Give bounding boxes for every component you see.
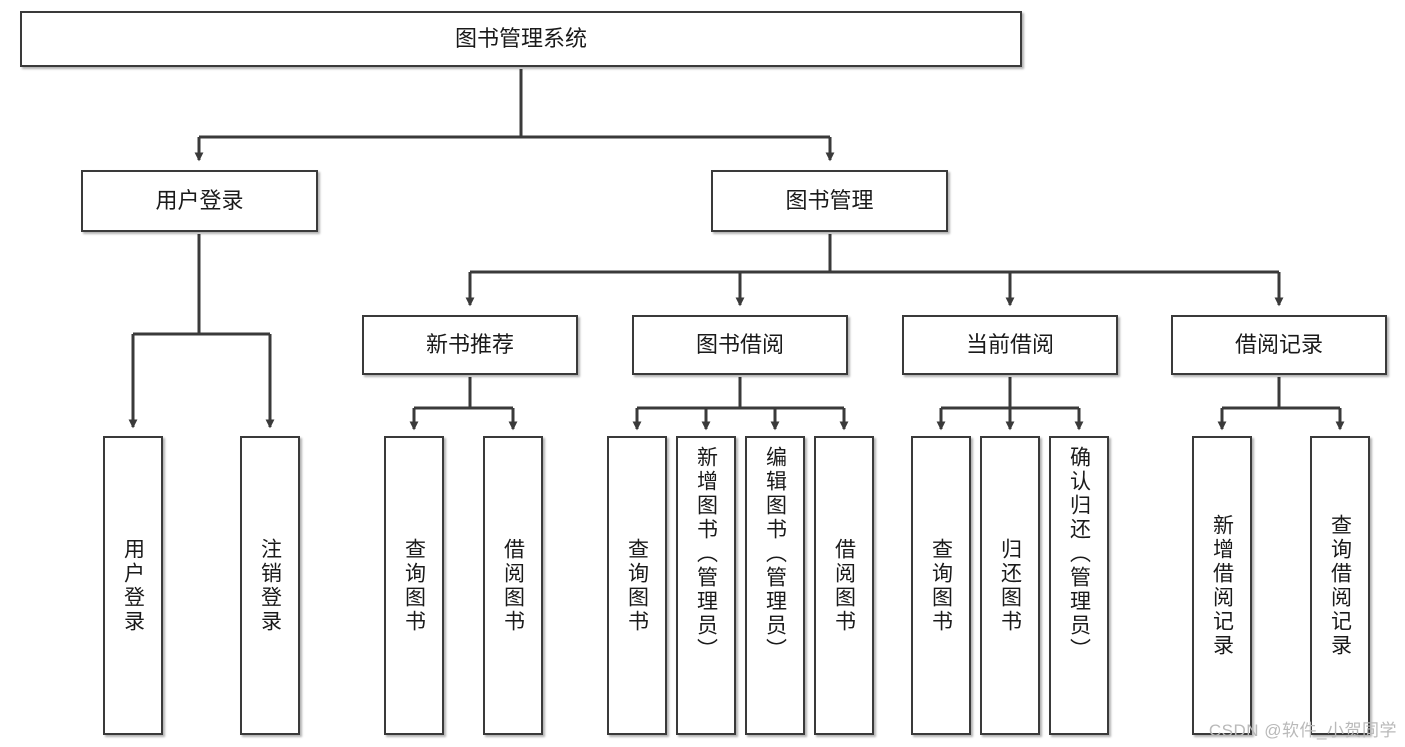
node-user-login[interactable]: 用户登录 xyxy=(81,170,318,232)
leaf-current-borrow-query[interactable]: 查询图书 xyxy=(911,436,971,735)
leaf-new-book-borrow[interactable]: 借阅图书 xyxy=(483,436,543,735)
node-borrow-record[interactable]: 借阅记录 xyxy=(1171,315,1387,375)
node-label: 用户登录 xyxy=(155,188,244,214)
node-label: 归还图书 xyxy=(998,537,1022,634)
leaf-new-book-query[interactable]: 查询图书 xyxy=(384,436,444,735)
node-label: 新书推荐 xyxy=(425,332,514,358)
node-label: 图书管理系统 xyxy=(454,26,587,52)
node-root-system[interactable]: 图书管理系统 xyxy=(20,11,1022,67)
node-label: 图书借阅 xyxy=(695,332,784,358)
node-label: 查询借阅记录 xyxy=(1328,513,1352,658)
node-book-management[interactable]: 图书管理 xyxy=(711,170,948,232)
node-label: 当前借阅 xyxy=(965,332,1054,358)
leaf-book-borrow-borrow[interactable]: 借阅图书 xyxy=(814,436,874,735)
node-label: 注销登录 xyxy=(258,537,282,634)
node-label: 确认归还（管理员） xyxy=(1067,446,1091,662)
leaf-borrow-record-add[interactable]: 新增借阅记录 xyxy=(1192,436,1252,735)
leaf-borrow-record-query[interactable]: 查询借阅记录 xyxy=(1310,436,1370,735)
node-label: 新增借阅记录 xyxy=(1210,513,1234,658)
node-current-borrow[interactable]: 当前借阅 xyxy=(902,315,1118,375)
node-label: 借阅图书 xyxy=(832,537,856,634)
node-label: 借阅记录 xyxy=(1234,332,1323,358)
node-label: 新增图书（管理员） xyxy=(694,446,718,662)
node-label: 查询图书 xyxy=(402,537,426,634)
node-label: 图书管理 xyxy=(785,188,874,214)
node-label: 编辑图书（管理员） xyxy=(763,446,787,662)
leaf-current-borrow-confirm[interactable]: 确认归还（管理员） xyxy=(1049,436,1109,735)
leaf-user-login-login[interactable]: 用户登录 xyxy=(103,436,163,735)
node-label: 用户登录 xyxy=(121,537,145,634)
leaf-book-borrow-add[interactable]: 新增图书（管理员） xyxy=(676,436,736,735)
leaf-user-login-logout[interactable]: 注销登录 xyxy=(240,436,300,735)
leaf-book-borrow-edit[interactable]: 编辑图书（管理员） xyxy=(745,436,805,735)
node-label: 借阅图书 xyxy=(501,537,525,634)
leaf-current-borrow-return[interactable]: 归还图书 xyxy=(980,436,1040,735)
node-label: 查询图书 xyxy=(929,537,953,634)
leaf-book-borrow-query[interactable]: 查询图书 xyxy=(607,436,667,735)
node-label: 查询图书 xyxy=(625,537,649,634)
node-book-borrow[interactable]: 图书借阅 xyxy=(632,315,848,375)
node-new-book-recommend[interactable]: 新书推荐 xyxy=(362,315,578,375)
